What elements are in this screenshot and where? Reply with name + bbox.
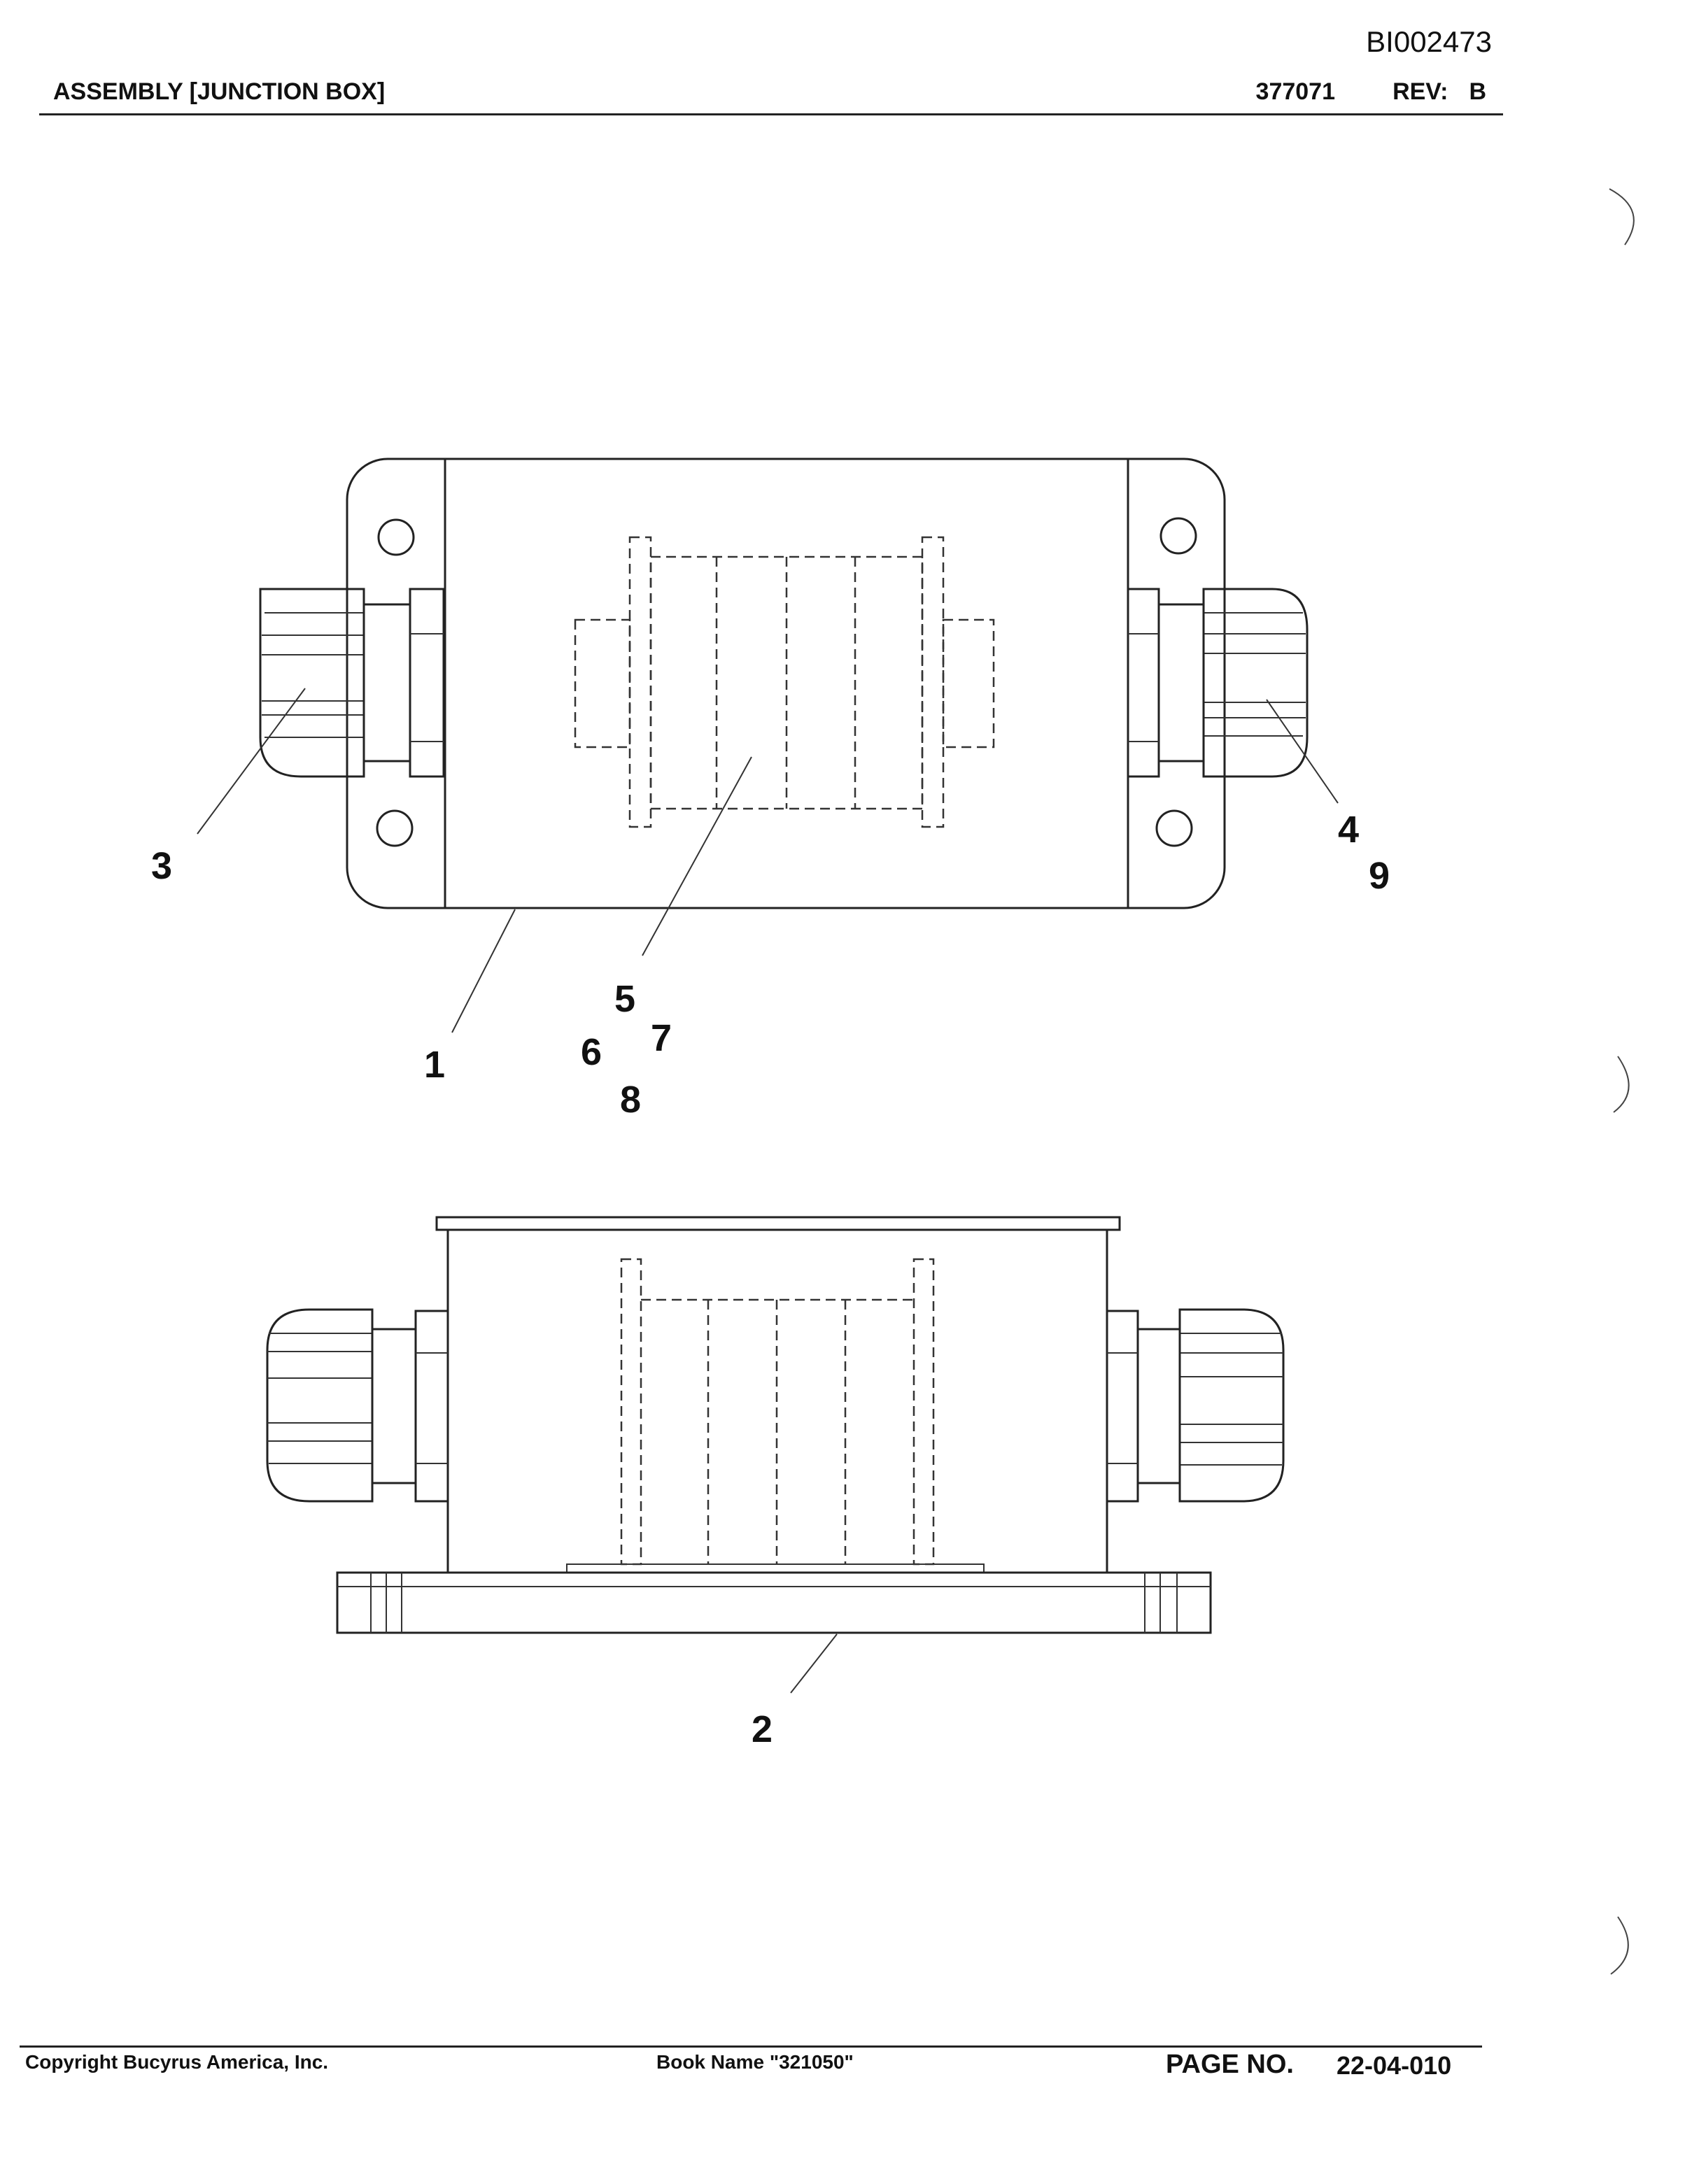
callout-4: 4 [1338,809,1359,851]
callout-1: 1 [424,1044,445,1086]
book-name: Book Name "321050" [656,2051,854,2073]
top-view: 3 4 9 5 7 6 8 1 [151,458,1390,1121]
right-cable-gland [1127,588,1309,778]
footer-rule [20,2045,1482,2048]
callout-6: 6 [581,1031,602,1073]
part-number: 377071 [1255,78,1335,105]
callout-2: 2 [752,1708,773,1750]
punch-marks [1609,188,1635,1975]
header-rule [39,113,1503,115]
side-right-cable-gland [1106,1308,1285,1503]
callout-9: 9 [1369,855,1390,897]
left-cable-gland [259,588,445,778]
side-view: 2 [266,1216,1285,1750]
top-view-housing [346,458,1226,909]
page-number: 22-04-010 [1337,2051,1452,2080]
revision-value: B [1469,78,1486,105]
callout-3: 3 [151,845,172,887]
mounting-hole [1159,517,1197,555]
top-view-terminal-block [574,536,995,828]
mounting-hole [377,518,415,556]
callout-8: 8 [620,1079,641,1121]
base-flange [336,1571,1212,1634]
callout-5: 5 [614,978,635,1020]
revision-label: REV: [1393,78,1448,105]
copyright-text: Copyright Bucyrus America, Inc. [25,2051,329,2073]
page-title: ASSEMBLY [JUNCTION BOX] [53,78,386,105]
callout-7: 7 [651,1017,672,1059]
side-view-terminal-block [620,1258,935,1566]
mounting-hole [376,809,414,847]
mounting-hole [1155,809,1193,847]
side-left-cable-gland [266,1308,449,1503]
document-id: BI002473 [1366,25,1492,58]
revision: REV: B [1393,78,1486,106]
side-view-lid [435,1216,1121,1231]
page-number-label: PAGE NO. [1166,2050,1294,2079]
